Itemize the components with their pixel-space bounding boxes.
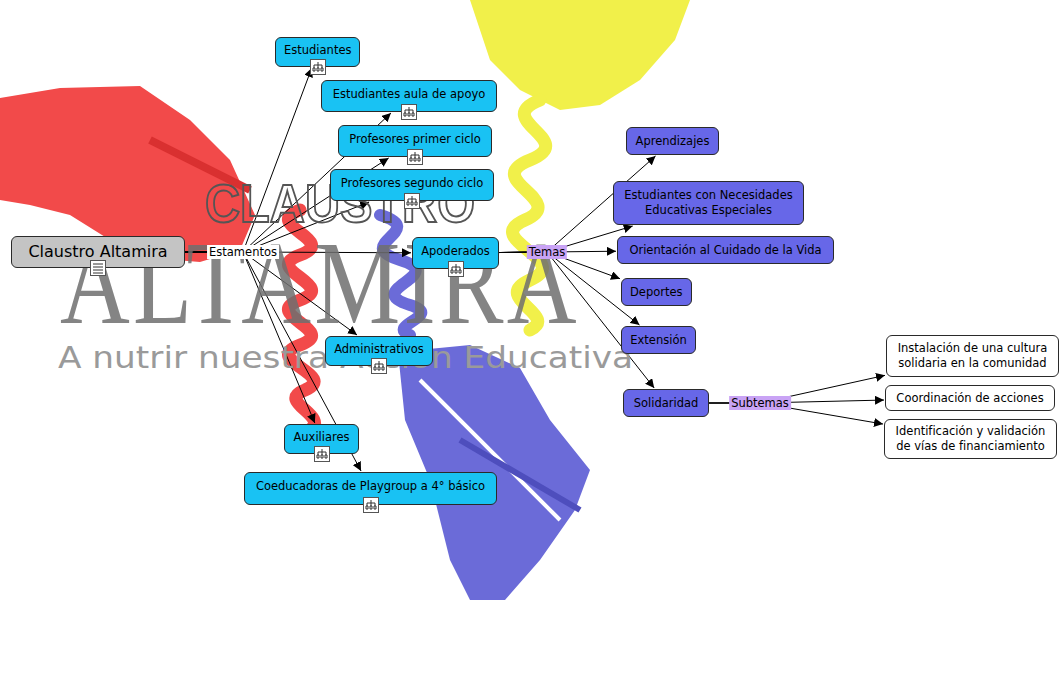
node-label: Estudiantes (284, 43, 351, 58)
concept-box: Estudiantes aula de apoyo (321, 80, 497, 112)
connector-arrow (499, 252, 654, 388)
node-label: Estudiantes aula de apoyo (333, 87, 486, 102)
node-label: Coeducadoras de Playgroup a 4° básico (256, 479, 485, 494)
submap-icon (404, 193, 420, 209)
concept-box: Deportes (621, 278, 692, 306)
node-label: Administrativos (334, 342, 424, 357)
concept-box: Solidaridad (623, 389, 709, 417)
concept-box: Orientación al Cuidado de la Vida (617, 236, 834, 264)
node-label: Identificación y validación de vías de f… (891, 424, 1050, 454)
submap-icon (401, 104, 417, 120)
concept-box: Auxiliares (284, 424, 359, 454)
concept-box: Coeducadoras de Playgroup a 4° básico (244, 472, 497, 505)
concept-box: Instalación de una cultura solidaria en … (886, 335, 1059, 377)
node-label: Aprendizajes (636, 134, 710, 149)
concept-box: Apoderados (412, 237, 499, 269)
node-label: Solidaridad (634, 396, 699, 411)
linking-phrase: Estamentos (207, 245, 279, 259)
node-label: Profesores primer ciclo (349, 132, 481, 147)
submap-icon (314, 446, 330, 462)
connector-arrow (185, 252, 315, 423)
node-label: Extensión (630, 333, 686, 348)
connector-arrow (185, 252, 357, 335)
concept-box: Estudiantes con Necesidades Educativas E… (613, 181, 804, 225)
node-label: Estudiantes con Necesidades Educativas E… (622, 188, 795, 218)
connector-arrow (185, 68, 312, 252)
submap-icon (448, 261, 464, 277)
node-label: Orientación al Cuidado de la Vida (629, 243, 821, 258)
node-label: Profesores segundo ciclo (341, 176, 484, 191)
root-concept-box: Claustro Altamira (11, 236, 185, 268)
linking-phrase: Temas (527, 245, 567, 259)
linking-phrase: Subtemas (729, 396, 791, 410)
submap-icon (363, 497, 379, 513)
node-label: Auxiliares (293, 430, 349, 445)
concept-box: Coordinación de acciones (885, 385, 1055, 411)
node-label: Deportes (630, 285, 683, 300)
node-label: Coordinación de acciones (896, 391, 1043, 406)
concept-box: Estudiantes (275, 37, 360, 67)
submap-icon (371, 358, 387, 374)
note-icon (90, 260, 106, 276)
concept-box: Identificación y validación de vías de f… (884, 419, 1057, 459)
concept-box: Administrativos (325, 336, 433, 366)
submap-icon (407, 149, 423, 165)
concept-box: Aprendizajes (626, 127, 719, 155)
concept-box: Extensión (621, 326, 696, 354)
blue-hand (380, 215, 590, 600)
red-hand (0, 86, 314, 430)
concept-box: Profesores segundo ciclo (330, 169, 494, 201)
node-label: Instalación de una cultura solidaria en … (893, 341, 1052, 371)
node-label: Claustro Altamira (28, 242, 167, 263)
submap-icon (310, 59, 326, 75)
concept-box: Profesores primer ciclo (338, 125, 492, 157)
node-label: Apoderados (421, 244, 490, 259)
connector-arrow (499, 252, 639, 325)
